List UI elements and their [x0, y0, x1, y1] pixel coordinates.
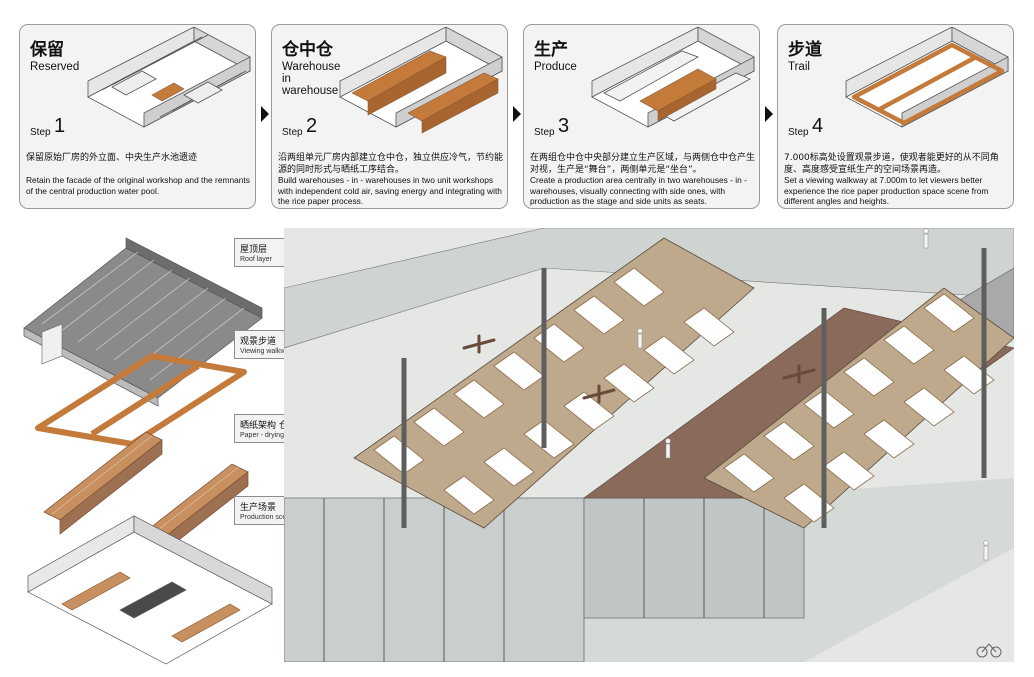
- step-1-isometric-diagram: [87, 27, 251, 128]
- step-title-en: Produce: [534, 61, 577, 73]
- roof-layer-drawing: [23, 237, 263, 407]
- layer-label-en: Production scene: [240, 514, 295, 521]
- step-3-isometric-diagram: [591, 27, 755, 128]
- step-title-zh: 生产: [534, 40, 568, 60]
- step-description-en: Set a viewing walkway at 7.000m to let v…: [784, 175, 989, 206]
- viewing-walkway-drawing: [35, 353, 247, 447]
- step-card-2: 仓中仓 Warehouse in warehouse Step 2 沿两组单元厂…: [271, 24, 508, 209]
- production-scene-drawing: [27, 515, 273, 665]
- step-description-zh: 保留原始厂房的外立面、中央生产水池遗迹: [26, 153, 198, 163]
- layer-label-en: Viewing walkway: [240, 348, 293, 355]
- step-label: Step: [788, 127, 809, 138]
- ceiling-fan-icon: [462, 334, 816, 404]
- step-label: Step: [30, 127, 51, 138]
- step-number: 1: [54, 115, 66, 137]
- step-description-zh: 在两组仓中仓中央部分建立生产区域，与两侧仓中仓产生对视，生产是“舞台”，两侧单元…: [530, 153, 756, 175]
- step-card-3: 生产 Produce Step 3 在两组仓中仓中央部分建立生产区域，与两侧仓中…: [523, 24, 760, 209]
- process-steps: 保留 Reserved Step 1 保留原始厂房的外立面、中央生产水池遗迹 R…: [0, 0, 1034, 215]
- warehouse-in-warehouse-volumes: [351, 50, 499, 134]
- step-4-isometric-diagram: [845, 27, 1009, 128]
- arrow-icon: [513, 106, 521, 122]
- bicycle-icon: [976, 643, 1002, 658]
- water-pool-remnant: [151, 82, 185, 102]
- step-title-zh: 保留: [30, 40, 64, 60]
- step-label: Step: [534, 127, 555, 138]
- step-number: 2: [306, 115, 318, 137]
- layer-label-en: Roof layer: [240, 256, 272, 263]
- step-title-en: Trail: [788, 61, 810, 73]
- interior-perspective-rendering: [284, 228, 1014, 662]
- step-label: Step: [282, 127, 303, 138]
- step-description-en: Retain the facade of the original worksh…: [26, 175, 250, 196]
- layer-label-zh: 生产场景: [240, 503, 277, 513]
- step-title-en: Warehouse in warehouse: [282, 61, 341, 97]
- central-production-area: [639, 68, 717, 122]
- layer-label-zh: 晒纸架构 仓中仓: [240, 421, 306, 431]
- step-number: 3: [558, 115, 570, 137]
- step-2-isometric-diagram: [339, 27, 503, 134]
- step-description-zh: 沿两组单元厂房内部建立仓中仓，独立供应冷气，节约能源的同时形式与晒纸工序结合。: [278, 153, 504, 175]
- step-title-zh: 步道: [788, 40, 822, 60]
- step-description-en: Create a production area centrally in tw…: [530, 175, 747, 206]
- exploded-layers-drawing: [23, 237, 273, 665]
- step-title-zh: 仓中仓: [282, 40, 333, 60]
- step-card-1: 保留 Reserved Step 1 保留原始厂房的外立面、中央生产水池遗迹 R…: [19, 24, 256, 209]
- step-card-4: 步道 Trail Step 4 7.000标高处设置观景步道，使观者能更好的从不…: [777, 24, 1014, 209]
- step-title-en: Reserved: [30, 61, 80, 73]
- perspective-drawing: [284, 228, 1014, 662]
- arrow-icon: [765, 106, 773, 122]
- layer-label-zh: 屋顶层: [240, 245, 268, 255]
- exploded-axonometric: 屋顶层 Roof layer 观景步道 Viewing walkway 晒纸架构…: [22, 232, 324, 672]
- step-number: 4: [812, 115, 824, 137]
- viewing-walkway-loop: [851, 42, 1005, 126]
- step-description-zh: 7.000标高处设置观景步道，使观者能更好的从不同角度、高度感受宣纸生产的空间场…: [784, 153, 999, 175]
- step-description-en: Build warehouses - in - warehouses in tw…: [278, 175, 502, 206]
- layer-label-en: Paper - drying structure: [240, 432, 314, 439]
- arrow-icon: [261, 106, 269, 122]
- layer-label-zh: 观景步道: [240, 337, 277, 347]
